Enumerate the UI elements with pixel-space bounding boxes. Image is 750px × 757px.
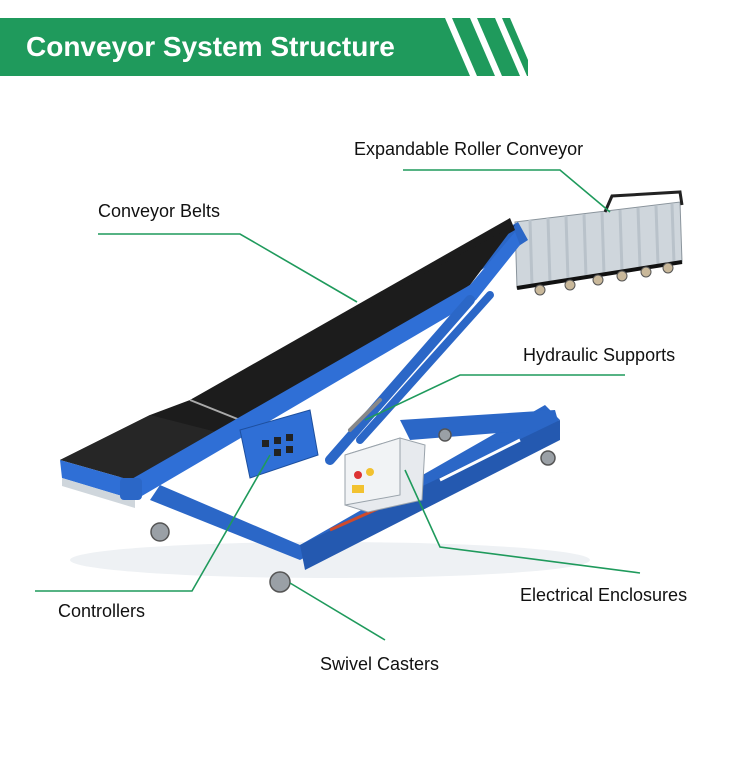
banner-shape (0, 18, 528, 76)
belt-conveyor (60, 218, 528, 508)
leader-expandable-roller-conveyor (403, 169, 611, 213)
leader-conveyor-belts (98, 233, 358, 303)
hydraulic-supports (325, 291, 494, 465)
label-expandable-roller-conveyor: Expandable Roller Conveyor (354, 139, 584, 159)
label-conveyor-belts: Conveyor Belts (98, 201, 221, 221)
controller-box (239, 409, 319, 479)
label-electrical-enclosures: Electrical Enclosures (520, 585, 688, 605)
ground-shadow (70, 542, 590, 578)
leader-hydraulic-supports (364, 374, 625, 421)
electrical-enclosure (344, 437, 426, 513)
roller-conveyor (514, 190, 684, 296)
leader-lines (35, 169, 641, 641)
page-title: Conveyor System Structure (26, 31, 395, 62)
leader-controllers (35, 454, 271, 592)
header-banner: Conveyor System Structure (0, 18, 528, 76)
label-hydraulic-supports: Hydraulic Supports (523, 345, 676, 365)
label-controllers: Controllers (58, 601, 146, 621)
label-swivel-casters: Swivel Casters (320, 654, 440, 674)
swivel-casters (150, 428, 556, 593)
leader-swivel-casters (289, 582, 386, 641)
base-frame (150, 405, 560, 570)
leader-electrical-enclosures (404, 469, 641, 574)
